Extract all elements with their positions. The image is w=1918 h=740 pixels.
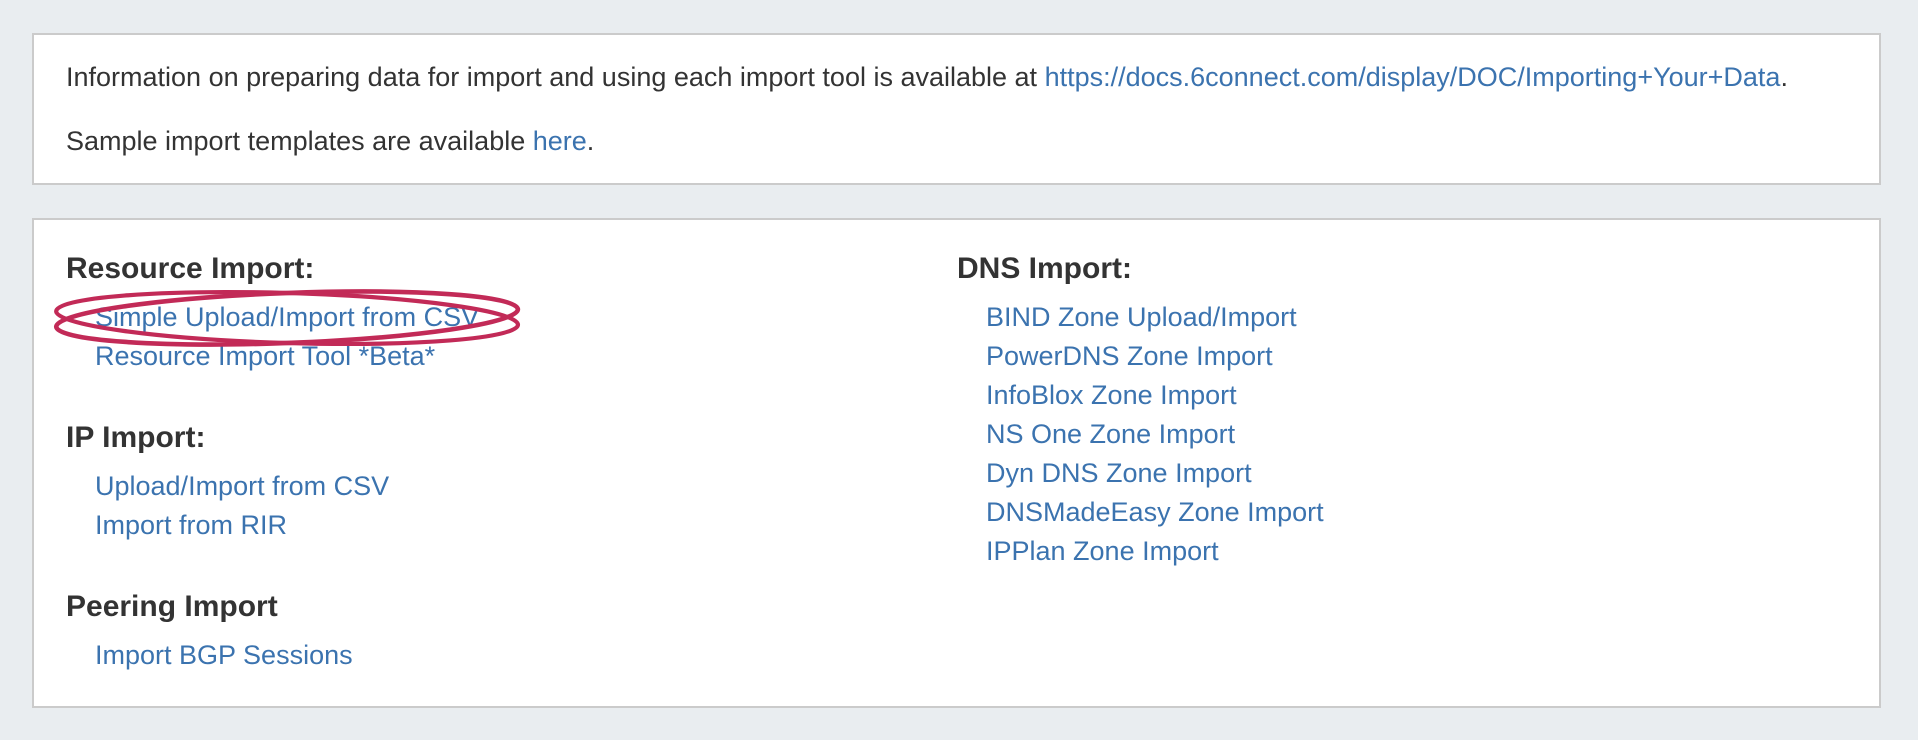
link-powerdns-zone-import[interactable]: PowerDNS Zone Import [986,341,1273,371]
section-heading-peering-import: Peering Import [66,590,278,623]
link-upload-import-from-csv[interactable]: Upload/Import from CSV [95,471,390,501]
link-dnsmadeeasy-zone-import[interactable]: DNSMadeEasy Zone Import [986,497,1324,527]
import-column-left: Resource Import: Simple Upload/Import fro… [53,244,957,675]
docs-url-link[interactable]: https://docs.6connect.com/display/DOC/Im… [1044,62,1781,92]
link-simple-upload-import-from-csv[interactable]: Simple Upload/Import from CSV [95,302,480,332]
link-import-from-rir[interactable]: Import from RIR [95,510,288,540]
link-resource-import-tool-beta[interactable]: Resource Import Tool *Beta* [95,341,436,371]
templates-here-link[interactable]: here [532,126,587,156]
link-ns-one-zone-import[interactable]: NS One Zone Import [986,419,1236,449]
info-line-1-text: Information on preparing data for import… [66,62,1045,92]
link-import-bgp-sessions[interactable]: Import BGP Sessions [95,640,353,670]
info-line-1: Information on preparing data for import… [66,59,1847,95]
link-bind-zone-upload-import[interactable]: BIND Zone Upload/Import [986,302,1297,332]
section-heading-ip-import: IP Import: [66,421,206,454]
link-dyn-dns-zone-import[interactable]: Dyn DNS Zone Import [986,458,1252,488]
info-line-2-text: Sample import templates are available [66,126,533,156]
info-line-2: Sample import templates are available he… [66,123,1847,159]
link-infoblox-zone-import[interactable]: InfoBlox Zone Import [986,380,1237,410]
section-heading-dns-import: DNS Import: [957,252,1132,285]
import-links-panel: Resource Import: Simple Upload/Import fro… [32,218,1881,708]
section-heading-resource-import: Resource Import: [66,252,315,285]
info-line-1-period: . [1780,62,1788,92]
circled-link-row: Simple Upload/Import from CSV [53,288,957,347]
annotation-circle-wrap: Simple Upload/Import from CSV [53,288,521,347]
link-ipplan-zone-import[interactable]: IPPlan Zone Import [986,536,1219,566]
info-line-2-period: . [586,126,595,156]
info-panel: Information on preparing data for import… [32,33,1881,185]
